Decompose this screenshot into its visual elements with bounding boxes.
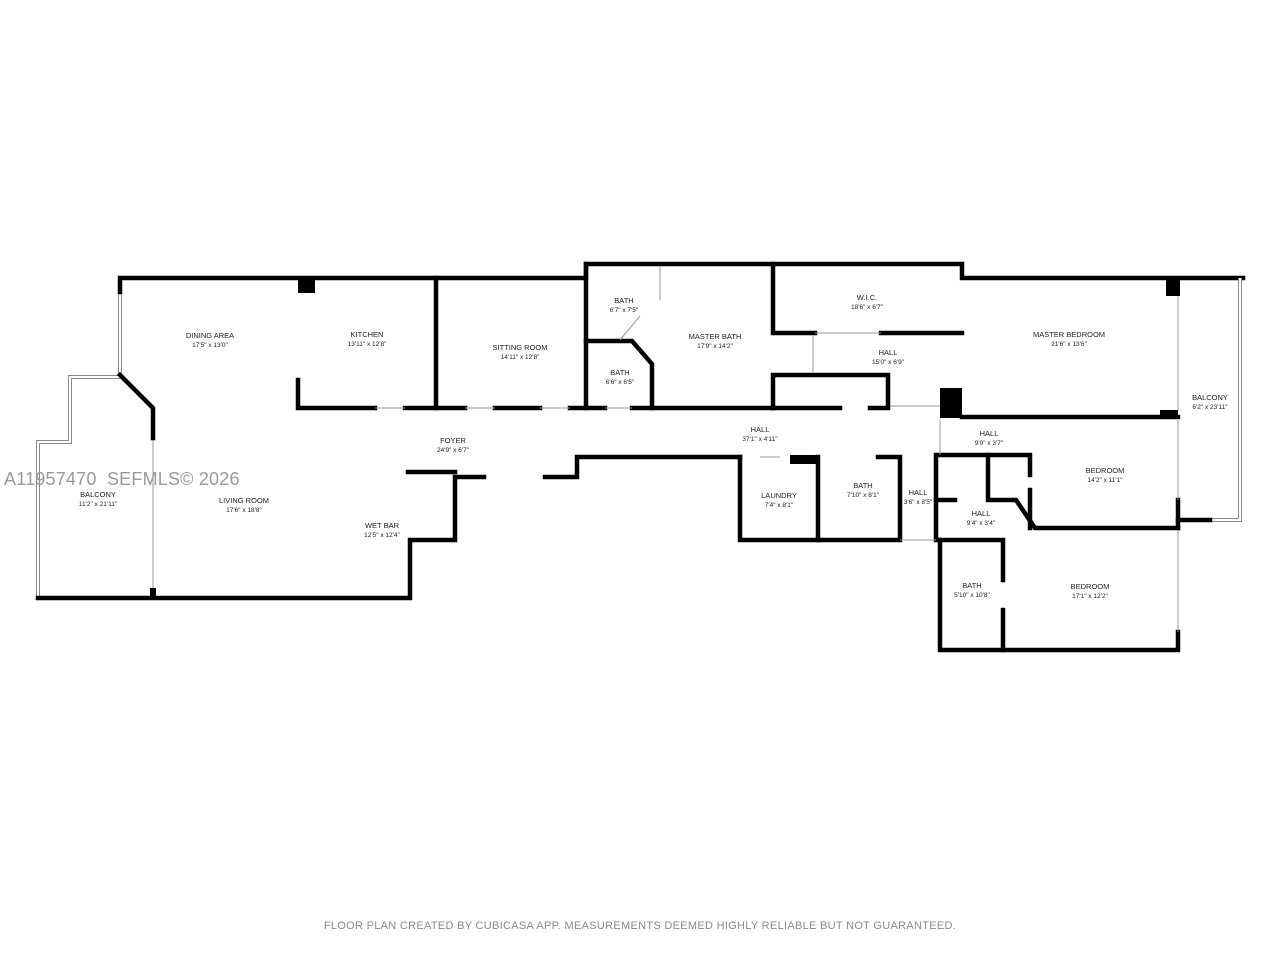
svg-text:15'0" x 6'9": 15'0" x 6'9": [872, 359, 905, 366]
svg-text:HALL: HALL: [972, 509, 991, 518]
svg-text:17'5" x 13'0": 17'5" x 13'0": [192, 342, 228, 349]
svg-text:17'9" x 14'2": 17'9" x 14'2": [697, 343, 733, 350]
svg-text:BALCONY: BALCONY: [1192, 393, 1228, 402]
room-bedroom-1: BEDROOM 14'2" x 11'1": [1086, 466, 1125, 484]
svg-text:6'6" x 6'5": 6'6" x 6'5": [606, 379, 635, 386]
room-hall-1: HALL 15'0" x 6'9": [872, 348, 905, 366]
room-foyer: FOYER 24'9" x 6'7": [437, 436, 470, 454]
svg-text:12'5" x 12'4": 12'5" x 12'4": [364, 532, 400, 539]
svg-text:LAUNDRY: LAUNDRY: [761, 491, 797, 500]
room-bath-1: BATH 6'7" x 7'5": [610, 296, 639, 314]
svg-text:18'6" x 6'7": 18'6" x 6'7": [851, 304, 884, 311]
svg-text:LIVING ROOM: LIVING ROOM: [219, 496, 269, 505]
room-bath-3: BATH 7'10" x 8'1": [847, 481, 880, 499]
svg-text:3'6" x 8'5": 3'6" x 8'5": [904, 499, 933, 506]
svg-text:9'0" x 3'7": 9'0" x 3'7": [975, 440, 1004, 447]
room-balcony-east: BALCONY 6'2" x 23'11": [1192, 393, 1228, 411]
svg-text:BEDROOM: BEDROOM: [1071, 582, 1110, 591]
room-labels: DINING AREA 17'5" x 13'0" KITCHEN 13'11" x…: [79, 293, 1228, 600]
svg-text:DINING AREA: DINING AREA: [186, 331, 234, 340]
svg-text:BATH: BATH: [853, 481, 872, 490]
svg-text:BATH: BATH: [962, 581, 981, 590]
svg-text:7'4" x 8'1": 7'4" x 8'1": [765, 502, 794, 509]
room-dining-area: DINING AREA 17'5" x 13'0": [186, 331, 234, 349]
svg-text:KITCHEN: KITCHEN: [351, 330, 384, 339]
room-master-bath: MASTER BATH 17'9" x 14'2": [689, 332, 742, 350]
svg-text:HALL: HALL: [751, 425, 770, 434]
room-master-bedroom: MASTER BEDROOM 21'6" x 13'6": [1033, 330, 1105, 348]
room-living-room: LIVING ROOM 17'6" x 18'8": [219, 496, 269, 514]
svg-text:BATH: BATH: [610, 368, 629, 377]
room-hall-3: HALL 9'0" x 3'7": [975, 429, 1004, 447]
room-bedroom-2: BEDROOM 17'1" x 12'2": [1071, 582, 1110, 600]
room-laundry: LAUNDRY 7'4" x 8'1": [761, 491, 797, 509]
svg-text:FOYER: FOYER: [440, 436, 466, 445]
svg-text:17'6" x 18'8": 17'6" x 18'8": [226, 507, 262, 514]
walls: [35, 261, 1246, 653]
svg-text:13'11" x 12'8": 13'11" x 12'8": [348, 341, 387, 348]
svg-text:BATH: BATH: [614, 296, 633, 305]
room-bath-4: BATH 5'10" x 10'8": [954, 581, 990, 599]
svg-text:37'1" x 4'11": 37'1" x 4'11": [742, 436, 778, 443]
room-hall-5: HALL 9'4" x 3'4": [967, 509, 996, 527]
svg-text:11'2" x 21'11": 11'2" x 21'11": [79, 501, 118, 508]
room-balcony-west: BALCONY 11'2" x 21'11": [79, 490, 118, 508]
svg-text:HALL: HALL: [909, 488, 928, 497]
svg-text:W.I.C.: W.I.C.: [857, 293, 877, 302]
svg-text:14'11" x 12'8": 14'11" x 12'8": [501, 354, 540, 361]
svg-text:BALCONY: BALCONY: [80, 490, 116, 499]
svg-text:9'4" x 3'4": 9'4" x 3'4": [967, 520, 996, 527]
svg-text:7'10" x 8'1": 7'10" x 8'1": [847, 492, 880, 499]
svg-text:SITTING ROOM: SITTING ROOM: [493, 343, 548, 352]
room-kitchen: KITCHEN 13'11" x 12'8": [348, 330, 387, 348]
svg-text:5'10" x 10'8": 5'10" x 10'8": [954, 592, 990, 599]
room-sitting-room: SITTING ROOM 14'11" x 12'8": [493, 343, 548, 361]
room-hall-4: HALL 3'6" x 8'5": [904, 488, 933, 506]
svg-text:6'2" x 23'11": 6'2" x 23'11": [1192, 404, 1228, 411]
svg-text:WET BAR: WET BAR: [365, 521, 400, 530]
room-wic: W.I.C. 18'6" x 6'7": [851, 293, 884, 311]
room-wet-bar: WET BAR 12'5" x 12'4": [364, 521, 400, 539]
svg-text:HALL: HALL: [879, 348, 898, 357]
svg-text:6'7" x 7'5": 6'7" x 7'5": [610, 307, 639, 314]
svg-text:14'2" x 11'1": 14'2" x 11'1": [1087, 477, 1123, 484]
watermark: A11957470 SEFMLS© 2026: [4, 469, 240, 489]
svg-text:17'1" x 12'2": 17'1" x 12'2": [1072, 593, 1108, 600]
room-hall-2: HALL 37'1" x 4'11": [742, 425, 778, 443]
svg-text:21'6" x 13'6": 21'6" x 13'6": [1051, 341, 1087, 348]
footer-disclaimer: FLOOR PLAN CREATED BY CUBICASA APP. MEAS…: [323, 920, 957, 932]
svg-text:24'9" x 6'7": 24'9" x 6'7": [437, 447, 470, 454]
svg-text:MASTER BATH: MASTER BATH: [689, 332, 742, 341]
svg-text:HALL: HALL: [980, 429, 999, 438]
svg-text:MASTER BEDROOM: MASTER BEDROOM: [1033, 330, 1105, 339]
room-bath-2: BATH 6'6" x 6'5": [606, 368, 635, 386]
svg-text:BEDROOM: BEDROOM: [1086, 466, 1125, 475]
